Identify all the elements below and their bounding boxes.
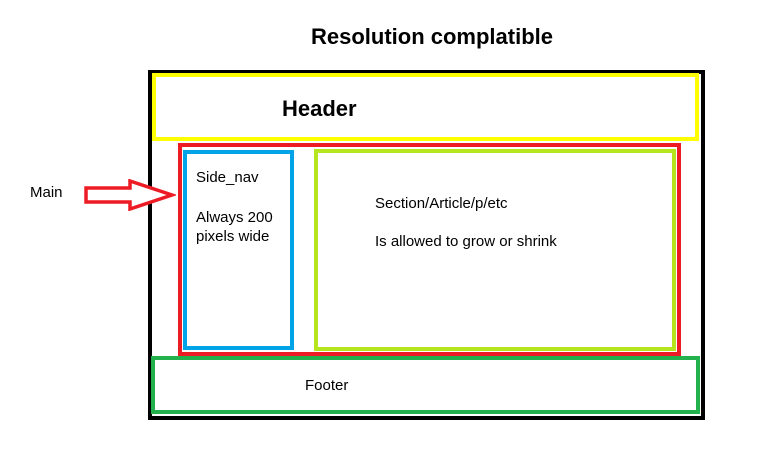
main-box	[178, 143, 681, 356]
side-nav-box	[183, 150, 294, 350]
side-nav-description: Always 200 pixels wide	[196, 209, 273, 245]
side-nav-title: Side_nav	[196, 169, 259, 186]
arrow-right-icon	[84, 179, 176, 211]
header-label: Header	[282, 96, 357, 121]
section-box	[314, 149, 676, 351]
footer-label: Footer	[305, 377, 349, 394]
footer-box	[151, 356, 700, 414]
diagram-title: Resolution complatible	[310, 24, 554, 49]
section-title: Section/Article/p/etc	[375, 195, 508, 212]
section-description: Is allowed to grow or shrink	[375, 233, 557, 250]
outer-frame	[148, 70, 705, 420]
main-label: Main	[30, 184, 63, 201]
header-box	[152, 73, 699, 141]
